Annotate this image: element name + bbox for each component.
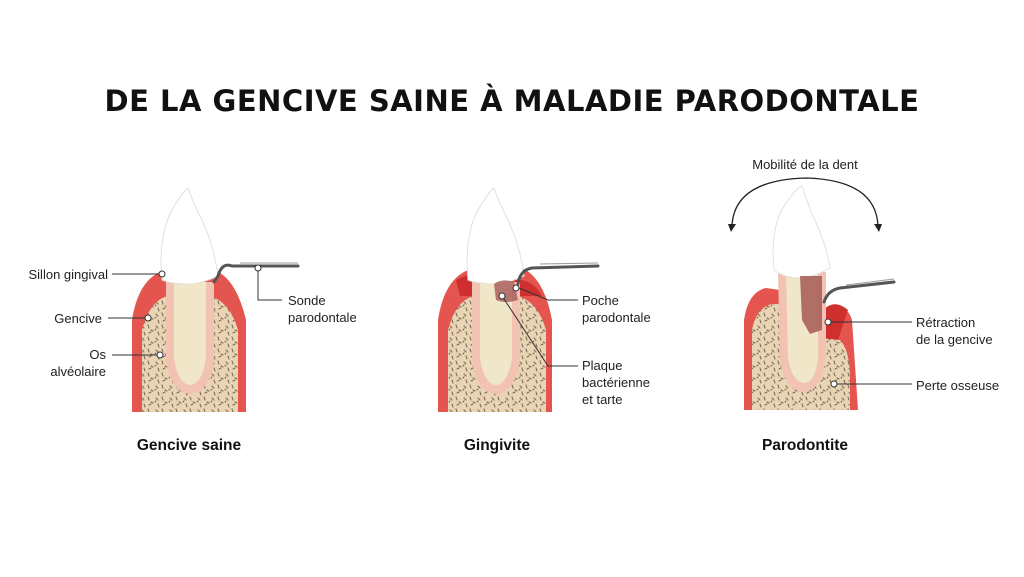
dentin-gingivitis — [480, 282, 512, 385]
caption-gencive-saine: Gencive saine — [136, 437, 242, 454]
label-plaque-line2: bactérienne — [582, 375, 650, 390]
label-retraction-line1: Rétraction — [916, 315, 976, 330]
crown-gingivitis — [466, 187, 525, 285]
label-os-line1: Os — [89, 347, 106, 362]
panel-periodontitis — [728, 177, 912, 410]
label-retraction-gencive: Rétraction de la gencive — [916, 314, 1022, 348]
label-poche-line2: parodontale — [582, 310, 651, 325]
crown-healthy — [160, 187, 219, 285]
probe-periodontitis — [822, 280, 896, 304]
label-plaque-bacterienne: Plaque bactérienne et tarte — [582, 357, 692, 408]
label-sonde-line1: Sonde — [288, 293, 326, 308]
plaque-periodontitis — [800, 276, 822, 334]
label-sonde-parodontale: Sonde parodontale — [288, 292, 398, 326]
caption-parodontite: Parodontite — [761, 437, 849, 454]
page-title: DE LA GENCIVE SAINE À MALADIE PARODONTAL… — [104, 84, 920, 118]
crown-periodontitis — [772, 185, 831, 279]
label-gencive: Gencive — [54, 311, 102, 326]
label-poche-parodontale: Poche parodontale — [582, 292, 692, 326]
label-plaque-line3: et tarte — [582, 392, 623, 407]
probe-gingivitis — [516, 264, 600, 286]
mobility-arrow — [731, 177, 879, 227]
label-sonde-line2: parodontale — [288, 310, 357, 325]
panel-healthy — [108, 187, 300, 412]
label-mobilite-dent: Mobilité de la dent — [752, 157, 858, 172]
panel-gingivitis — [438, 187, 600, 412]
label-plaque-line1: Plaque — [582, 358, 623, 373]
label-os-line2: alvéolaire — [50, 364, 106, 379]
caption-gingivite: Gingivite — [463, 437, 531, 454]
label-os-alveolaire: Os alvéolaire — [8, 346, 106, 380]
label-perte-osseuse: Perte osseuse — [916, 378, 1000, 393]
label-retraction-line2: de la gencive — [916, 332, 993, 347]
label-sillon-gingival: Sillon gingival — [28, 267, 109, 282]
label-poche-line1: Poche — [582, 293, 619, 308]
probe-healthy — [212, 263, 300, 284]
dentin-healthy — [174, 282, 206, 385]
